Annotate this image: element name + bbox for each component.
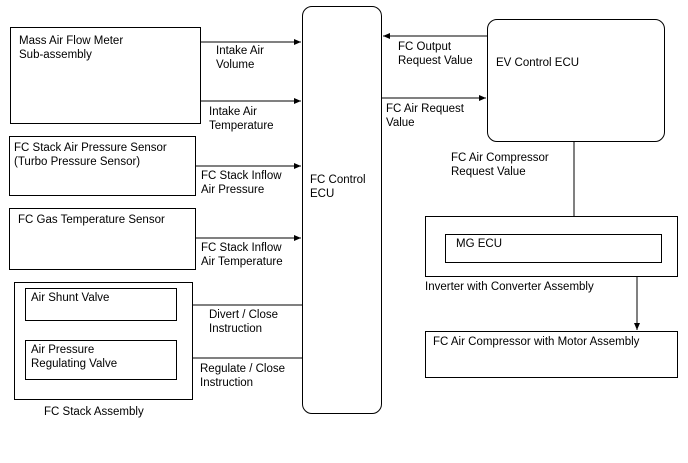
fc-air-request-line-2: Value	[386, 117, 415, 129]
mass-air-flow-line-2: Sub-assembly	[19, 49, 92, 61]
fc-gas-temperature-sensor-box: FC Gas Temperature Sensor	[9, 208, 196, 270]
mass-air-flow-line-1: Mass Air Flow Meter	[19, 35, 124, 47]
regulate-close-line-1: Regulate / Close	[200, 363, 286, 375]
regulate-close-line-2: Instruction	[200, 377, 254, 389]
air-shunt-valve-box: Air Shunt Valve	[25, 288, 177, 321]
mass-air-flow-meter-label: Mass Air Flow Meter Sub-assembly	[19, 34, 123, 62]
fc-stack-inflow-pressure-line-2: Air Pressure	[201, 184, 265, 196]
mg-ecu-label: MG ECU	[456, 238, 502, 250]
fc-stack-air-pressure-line-2: (Turbo Pressure Sensor)	[14, 156, 141, 168]
fc-stack-air-pressure-sensor-label: FC Stack Air Pressure Sensor (Turbo Pres…	[14, 141, 167, 169]
air-pressure-regulating-line-1: Air Pressure	[31, 344, 95, 356]
regulate-close-label: Regulate / Close Instruction	[200, 362, 285, 390]
intake-air-temperature-line-2: Temperature	[209, 120, 274, 132]
fc-air-compressor-request-label: FC Air Compressor Request Value	[451, 151, 549, 179]
intake-air-volume-label: Intake Air Volume	[216, 44, 264, 72]
fc-output-request-line-2: Request Value	[398, 55, 473, 67]
intake-air-temperature-line-1: Intake Air	[209, 106, 257, 118]
fc-air-request-line-1: FC Air Request	[386, 103, 464, 115]
fc-stack-assembly-box: Air Shunt Valve Air Pressure Regulating …	[14, 282, 193, 400]
fc-output-request-label: FC Output Request Value	[398, 40, 473, 68]
fc-stack-inflow-temperature-label: FC Stack Inflow Air Temperature	[201, 241, 283, 269]
fc-stack-inflow-pressure-label: FC Stack Inflow Air Pressure	[201, 169, 282, 197]
intake-air-volume-line-2: Volume	[216, 59, 255, 71]
fc-air-compressor-motor-label: FC Air Compressor with Motor Assembly	[433, 336, 640, 348]
divert-close-line-2: Instruction	[209, 323, 263, 335]
air-pressure-regulating-valve-label: Air Pressure Regulating Valve	[31, 343, 117, 371]
inverter-converter-assembly-label: Inverter with Converter Assembly	[425, 281, 594, 293]
fc-stack-air-pressure-line-1: FC Stack Air Pressure Sensor	[14, 142, 167, 154]
mg-ecu-box: MG ECU	[445, 234, 662, 263]
fc-control-ecu-label: FC Control ECU	[310, 173, 366, 201]
inverter-converter-assembly-box: MG ECU	[425, 216, 678, 277]
intake-air-temperature-label: Intake Air Temperature	[209, 105, 274, 133]
ev-control-ecu-label: EV Control ECU	[496, 57, 580, 69]
divert-close-line-1: Divert / Close	[209, 309, 279, 321]
fc-air-compressor-motor-box: FC Air Compressor with Motor Assembly	[425, 331, 678, 378]
fc-air-request-label: FC Air Request Value	[386, 102, 464, 130]
divert-close-label: Divert / Close Instruction	[209, 308, 278, 336]
fc-air-compressor-request-line-1: FC Air Compressor	[451, 152, 549, 164]
fc-control-ecu-line-2: ECU	[310, 188, 335, 200]
air-shunt-valve-label: Air Shunt Valve	[31, 292, 110, 304]
fc-control-ecu-box: FC Control ECU	[302, 6, 382, 414]
fc-gas-temperature-sensor-label: FC Gas Temperature Sensor	[18, 214, 165, 226]
fc-stack-inflow-pressure-line-1: FC Stack Inflow	[201, 170, 282, 182]
air-pressure-regulating-valve-box: Air Pressure Regulating Valve	[25, 340, 177, 380]
ev-control-ecu-box: EV Control ECU	[487, 19, 665, 142]
fc-control-ecu-line-1: FC Control	[310, 174, 366, 186]
fc-output-request-line-1: FC Output	[398, 41, 452, 53]
fc-stack-inflow-temperature-line-1: FC Stack Inflow	[201, 242, 282, 254]
fc-stack-inflow-temperature-line-2: Air Temperature	[201, 256, 283, 268]
intake-air-volume-line-1: Intake Air	[216, 45, 264, 57]
mass-air-flow-meter-box: Mass Air Flow Meter Sub-assembly	[10, 27, 201, 124]
fc-air-compressor-request-line-2: Request Value	[451, 166, 526, 178]
fc-stack-air-pressure-sensor-box: FC Stack Air Pressure Sensor (Turbo Pres…	[9, 136, 196, 196]
fc-stack-assembly-label: FC Stack Assembly	[44, 406, 144, 418]
air-pressure-regulating-line-2: Regulating Valve	[31, 358, 118, 370]
